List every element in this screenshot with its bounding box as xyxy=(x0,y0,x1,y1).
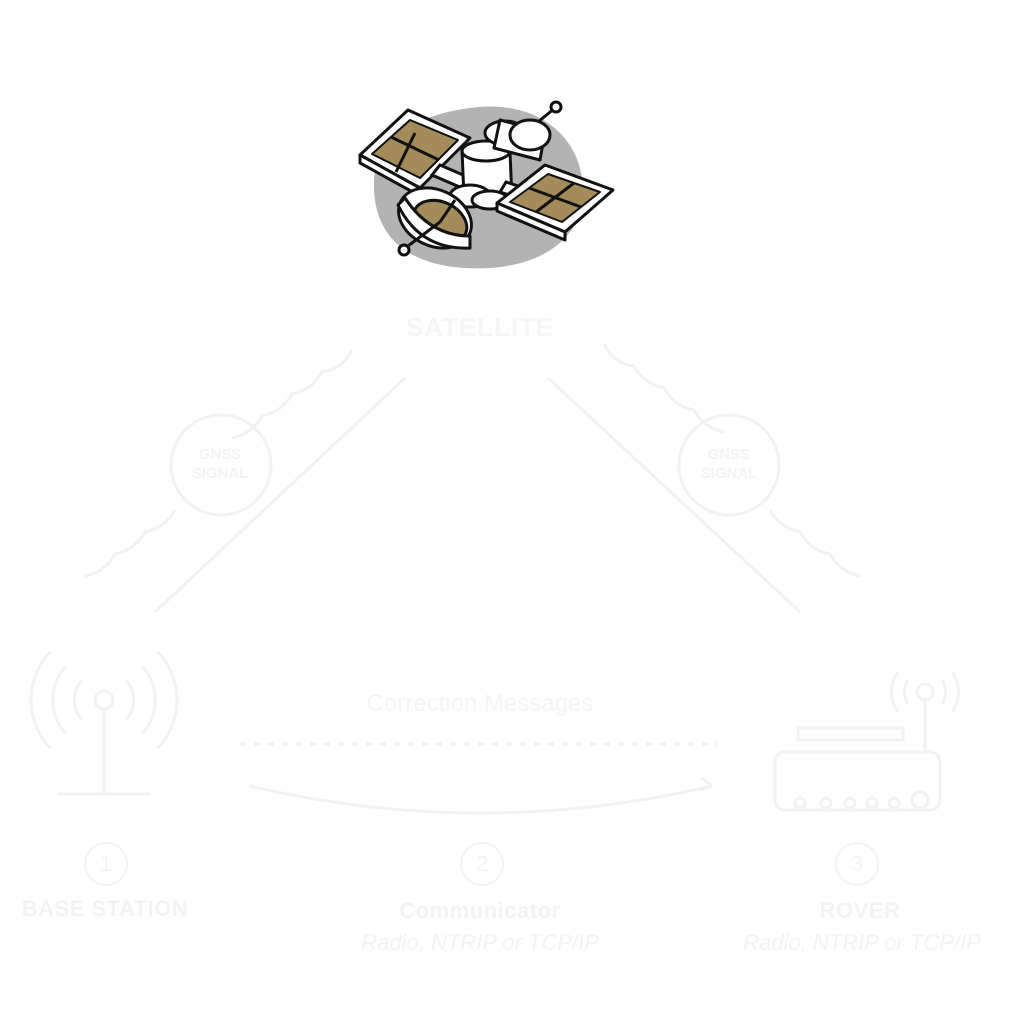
base-station-label: BASE STATION xyxy=(21,896,189,921)
gnss-right-line1: GNSS xyxy=(707,446,751,463)
gnss-right-line2: SIGNAL xyxy=(700,465,758,482)
gnss-signal-left: GNSS SIGNAL xyxy=(175,445,265,483)
right-signal-line xyxy=(546,376,802,614)
communicator-label: Communicator xyxy=(399,898,561,923)
right-solar-panel xyxy=(495,163,615,242)
left-signal-line xyxy=(153,376,407,614)
satellite-label: SATELLITE xyxy=(405,312,555,342)
satellite-body xyxy=(448,100,563,211)
gnss-left-circle xyxy=(169,413,273,517)
left-wave xyxy=(84,349,354,578)
right-wave xyxy=(602,343,861,578)
base-station-icon xyxy=(29,650,179,796)
signal-lines xyxy=(84,343,861,614)
communicator-subtitle: Radio, NTRIP or TCP/IP xyxy=(361,930,599,955)
gnss-signal-right: GNSS SIGNAL xyxy=(684,445,774,483)
satellite-illustration xyxy=(358,100,615,269)
rover-subtitle: Radio, NTRIP or TCP/IP xyxy=(743,930,981,955)
step-number-3: 3 xyxy=(835,842,879,886)
gnss-right-circle xyxy=(677,413,781,517)
gnss-left-line1: GNSS xyxy=(198,446,242,463)
satellite-dish xyxy=(396,186,473,257)
step-number-1: 1 xyxy=(84,842,128,886)
gnss-left-line2: SIGNAL xyxy=(191,465,249,482)
rover-icon xyxy=(773,671,960,812)
correction-arrows xyxy=(240,742,718,815)
correction-messages-label: Correction Messages xyxy=(366,690,594,717)
rover-label: ROVER xyxy=(819,898,901,923)
step-number-2: 2 xyxy=(460,842,504,886)
